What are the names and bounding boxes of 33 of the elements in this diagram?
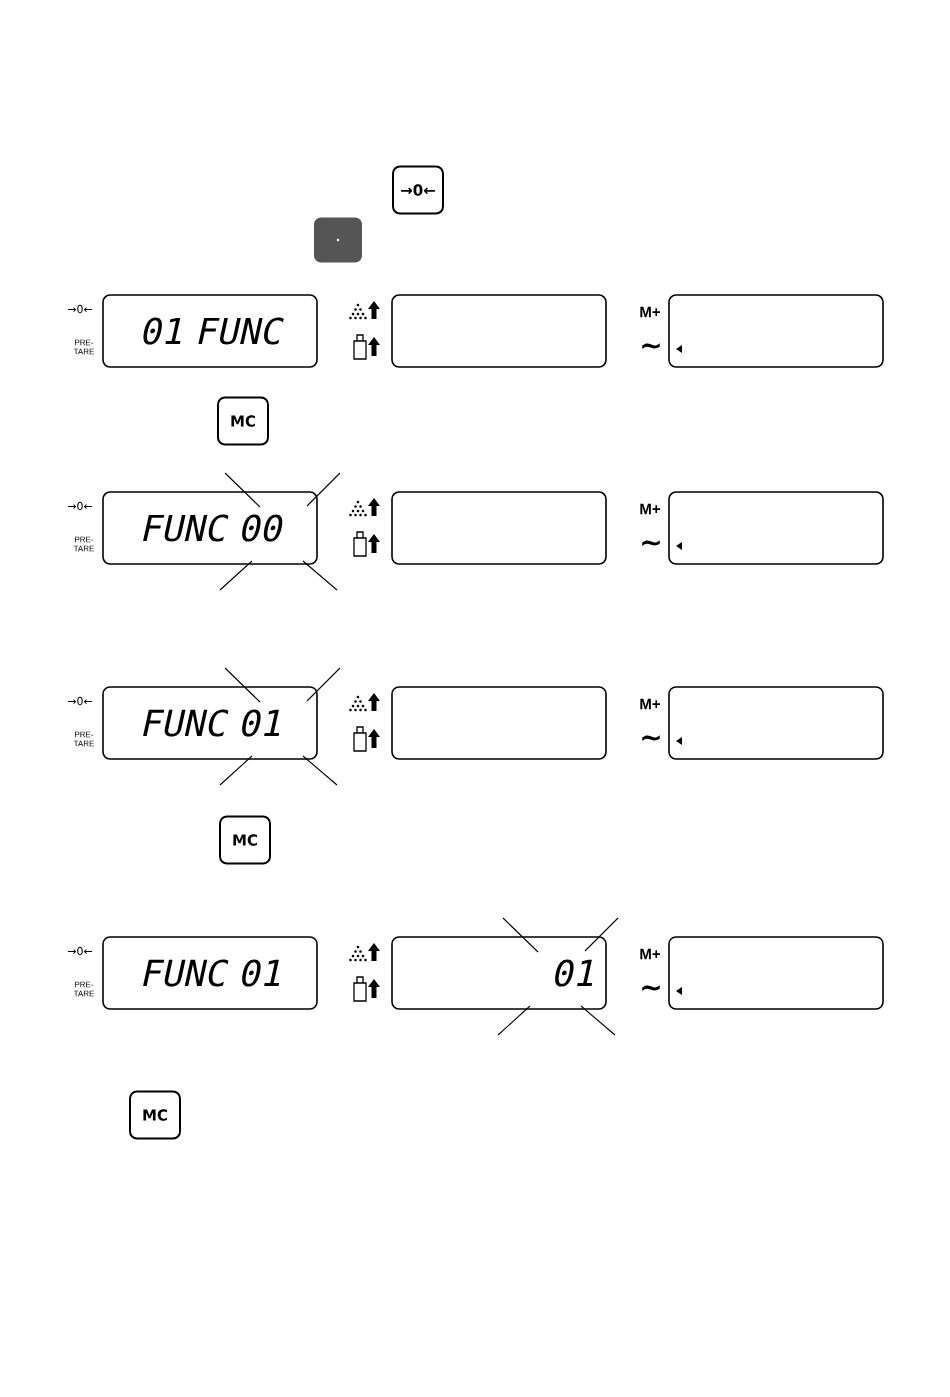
key-label: PRE-TARE xyxy=(73,536,94,552)
lcd-display xyxy=(668,491,884,565)
key-label: M+ xyxy=(640,503,660,515)
tilde-symbol: ~ xyxy=(642,540,660,546)
lcd-display: FUNC 01 xyxy=(102,936,318,1010)
symbol-label: →0← xyxy=(67,946,93,956)
key-label: M+ xyxy=(640,698,660,710)
lcd-display: FUNC 00 xyxy=(102,491,318,565)
key-label: M+ xyxy=(640,306,660,318)
lcd-display: 01 FUNC xyxy=(102,294,318,368)
key-label: PRE-TARE xyxy=(73,981,94,997)
lcd-display xyxy=(391,294,607,368)
key-button: MC xyxy=(129,1090,181,1140)
lcd-display xyxy=(391,491,607,565)
key-button: MC xyxy=(217,396,269,446)
key-button: . xyxy=(314,217,362,263)
lcd-display xyxy=(391,686,607,760)
key-label: M+ xyxy=(640,948,660,960)
tilde-symbol: ~ xyxy=(642,343,660,349)
key-label: PRE-TARE xyxy=(73,731,94,747)
key-label: PRE-TARE xyxy=(73,339,94,355)
key-button: MC xyxy=(219,815,271,865)
lcd-display: 01 xyxy=(391,936,607,1010)
key-button: →0← xyxy=(392,165,444,215)
lcd-display xyxy=(668,294,884,368)
lcd-display xyxy=(668,936,884,1010)
lcd-display: FUNC 01 xyxy=(102,686,318,760)
tilde-symbol: ~ xyxy=(642,735,660,741)
tilde-symbol: ~ xyxy=(642,985,660,991)
symbol-label: →0← xyxy=(67,696,93,706)
lcd-display xyxy=(668,686,884,760)
symbol-label: →0← xyxy=(67,304,93,314)
symbol-label: →0← xyxy=(67,501,93,511)
